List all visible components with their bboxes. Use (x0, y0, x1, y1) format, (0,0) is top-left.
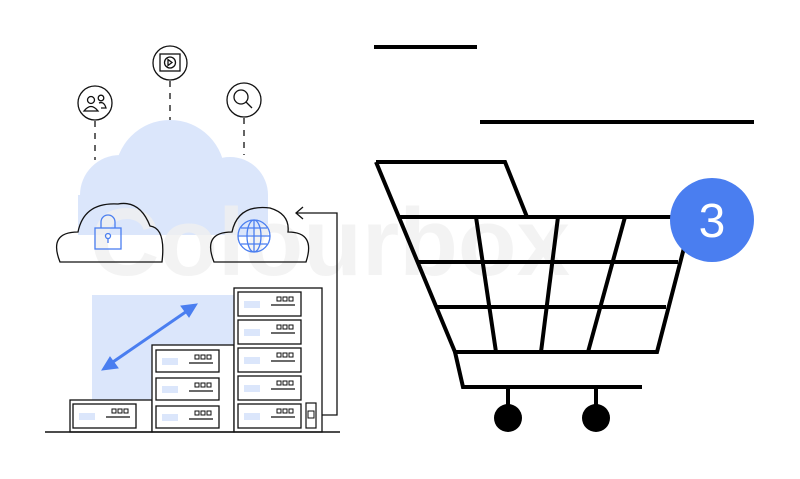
server-led (194, 382, 200, 388)
server-led (282, 296, 288, 302)
badge-count: 3 (699, 195, 726, 248)
server-led (194, 410, 200, 416)
server-led (288, 380, 294, 386)
cloud-lock (55, 202, 164, 263)
server-led (276, 380, 282, 386)
server-led (206, 410, 212, 416)
server-led (288, 296, 294, 302)
server-led (194, 354, 200, 360)
server-label (79, 413, 95, 420)
server-led (200, 410, 206, 416)
connector-line (296, 212, 338, 416)
server-label (244, 357, 260, 364)
server-led (276, 296, 282, 302)
double-arrow-icon (101, 303, 198, 371)
server-led (200, 382, 206, 388)
server-label (244, 329, 260, 336)
arrow-head (295, 206, 304, 220)
server-led (123, 408, 129, 414)
server-label (162, 414, 178, 421)
server-led (288, 324, 294, 330)
server-label (244, 301, 260, 308)
server-led (276, 352, 282, 358)
server-label (244, 413, 260, 420)
server-led (282, 352, 288, 358)
port-icon (307, 410, 315, 419)
server-label (162, 386, 178, 393)
server-led (282, 380, 288, 386)
cart-wheel (582, 404, 610, 432)
lock-icon (94, 214, 122, 250)
search-icon (226, 82, 262, 118)
watermark-text: Colourbox (90, 189, 570, 296)
shopping-cart-icon (374, 160, 695, 432)
port-box (305, 402, 317, 429)
users-icon (77, 85, 113, 121)
globe-icon (237, 219, 271, 253)
cloud-globe (209, 206, 310, 263)
server-led (282, 324, 288, 330)
server-led (117, 408, 123, 414)
cart-count-badge: 3 (670, 178, 754, 262)
server-led (206, 354, 212, 360)
server-led (282, 408, 288, 414)
cart-wheel (494, 404, 522, 432)
server-led (276, 324, 282, 330)
video-play-icon (152, 45, 188, 81)
server-led (111, 408, 117, 414)
server-led (288, 352, 294, 358)
server-led (200, 354, 206, 360)
server-label (162, 358, 178, 365)
server-led (288, 408, 294, 414)
server-label (244, 385, 260, 392)
server-led (206, 382, 212, 388)
server-racks (69, 287, 323, 433)
server-led (276, 408, 282, 414)
